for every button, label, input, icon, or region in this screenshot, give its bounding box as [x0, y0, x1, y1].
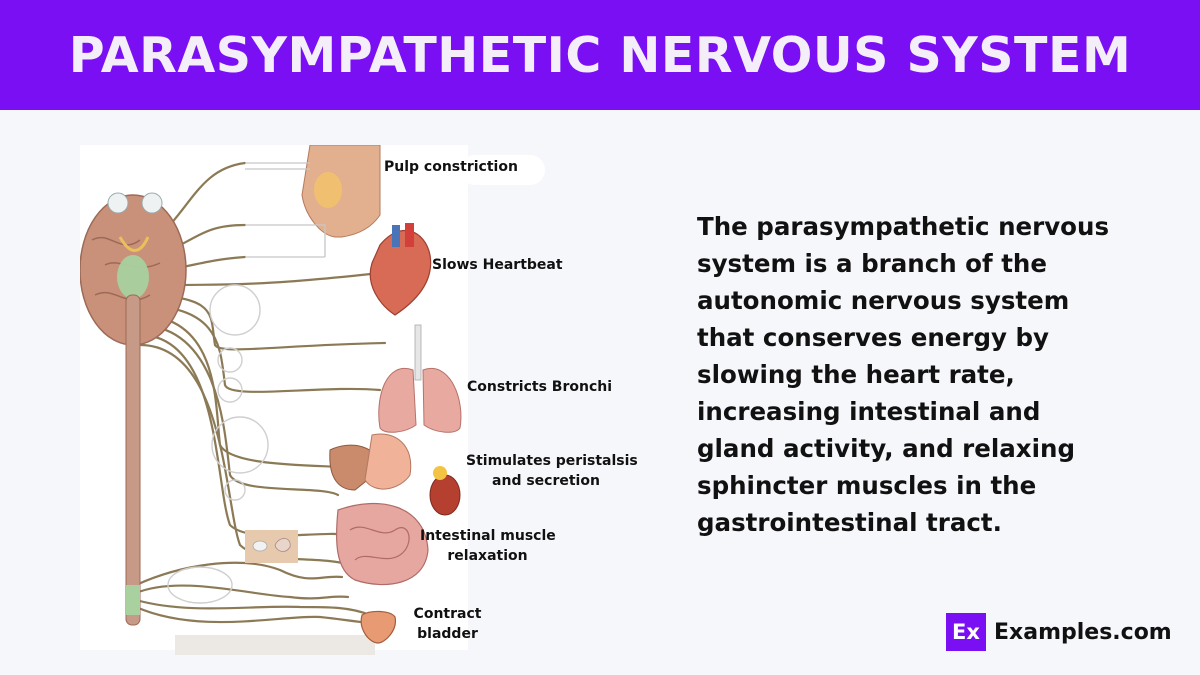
page-title: PARASYMPATHETIC NERVOUS SYSTEM [68, 26, 1132, 84]
eye-and-face [245, 144, 545, 258]
diagram-base-smudge [175, 635, 375, 655]
brand-name: Examples.com [994, 619, 1172, 645]
heart-illustration [369, 223, 432, 316]
label-line: Contract [413, 606, 482, 622]
label-stimulates-peristalsis: Stimulates peristalsis and secretion [466, 451, 638, 491]
label-contract-bladder: Contract bladder [410, 604, 485, 644]
intestine-illustration [335, 502, 429, 586]
label-line: and secretion [492, 473, 600, 489]
label-line: bladder [417, 626, 478, 642]
spinal-cord [125, 294, 141, 626]
label-line: relaxation [447, 548, 528, 564]
gland-inset [245, 530, 298, 563]
label-pupil-constriction: Pulp constriction [384, 159, 518, 175]
brand-logo[interactable]: Ex Examples.com [946, 613, 1172, 651]
label-intestinal-relaxation: Intestinal muscle relaxation [420, 526, 556, 566]
label-line: Stimulates peristalsis [466, 453, 638, 469]
header-banner: PARASYMPATHETIC NERVOUS SYSTEM [0, 0, 1200, 110]
brand-badge: Ex [946, 613, 986, 651]
bladder-illustration [360, 610, 397, 644]
label-constricts-bronchi: Constricts Bronchi [467, 379, 613, 395]
stomach-liver-illustration [329, 433, 461, 516]
description-text: The parasympathetic nervous system is a … [697, 212, 1110, 537]
ganglion-circles [167, 284, 269, 604]
nervous-system-diagram: Pulp constriction Slows Heartbeat Constr… [79, 144, 638, 655]
label-slows-heartbeat: Slows Heartbeat [432, 257, 563, 273]
label-line: Intestinal muscle [420, 528, 556, 544]
diagram-illustration [79, 144, 545, 655]
lungs-illustration [378, 324, 462, 433]
brain-illustration [79, 192, 187, 346]
